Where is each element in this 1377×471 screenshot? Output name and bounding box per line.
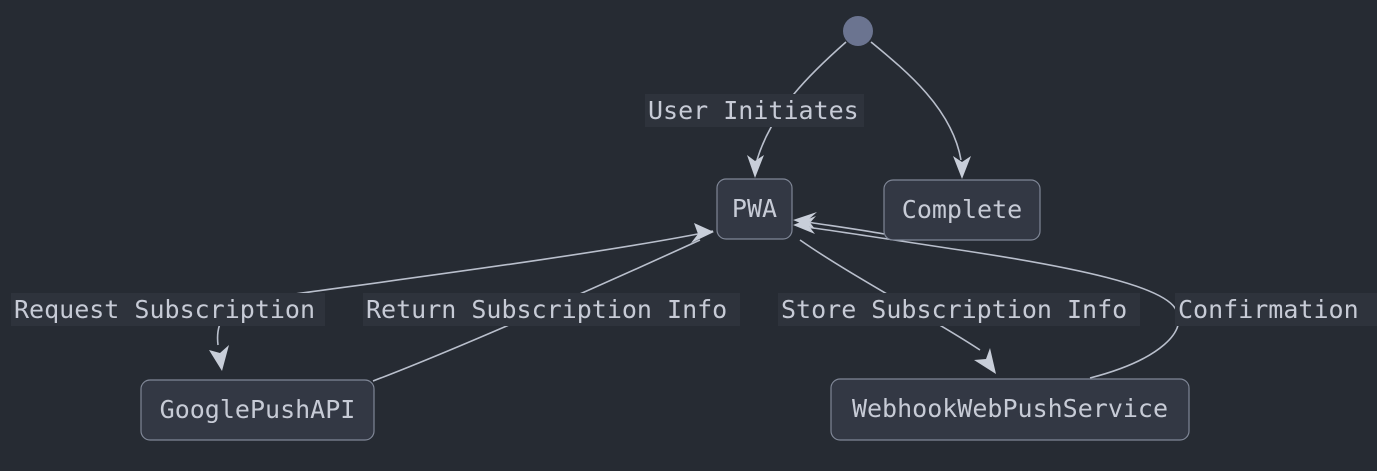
node-label-pwa: PWA bbox=[732, 194, 777, 223]
edge-label-bg-store-subscription-info bbox=[778, 293, 1140, 326]
edge-label-confirmation: Confirmation bbox=[1175, 293, 1377, 326]
edge-label-text-request-subscription: Request Subscription bbox=[14, 295, 315, 324]
node-complete[interactable]: Complete bbox=[883, 179, 1041, 241]
arrow-head-return-subscription-info bbox=[691, 223, 714, 243]
edge-start-to-complete bbox=[870, 41, 971, 179]
edge-label-text-user-initiates: User Initiates bbox=[648, 96, 859, 125]
edge-label-text-confirmation: Confirmation bbox=[1178, 295, 1359, 324]
arrow-head-store-subscription-info bbox=[974, 348, 996, 374]
arrow-head-start-complete bbox=[953, 156, 971, 179]
edge-label-return-subscription-info: Return Subscription Info bbox=[363, 293, 740, 326]
node-pwa[interactable]: PWA bbox=[716, 178, 793, 240]
node-start[interactable] bbox=[843, 16, 873, 46]
start-node-circle[interactable] bbox=[843, 16, 873, 46]
edge-label-text-return-subscription-info: Return Subscription Info bbox=[366, 295, 727, 324]
node-box-pwa[interactable] bbox=[716, 178, 793, 240]
edge-label-store-subscription-info: Store Subscription Info bbox=[778, 293, 1140, 326]
arrow-head-request-subscription bbox=[209, 345, 229, 371]
node-box-complete[interactable] bbox=[883, 179, 1041, 241]
node-box-webhookwebpushservice[interactable] bbox=[830, 378, 1190, 441]
edge-label-bg-user-initiates bbox=[645, 94, 864, 127]
edge-path-start-complete bbox=[870, 41, 962, 161]
edge-label-user-initiates: User Initiates bbox=[645, 94, 864, 127]
node-webhookwebpushservice[interactable]: WebhookWebPushService bbox=[830, 378, 1190, 441]
edge-path-complete-pwa bbox=[806, 221, 885, 235]
edge-complete-to-pwa bbox=[793, 212, 885, 235]
edge-label-text-store-subscription-info: Store Subscription Info bbox=[781, 295, 1127, 324]
node-label-googlepushapi: GooglePushAPI bbox=[160, 395, 356, 424]
edge-label-bg-return-subscription-info bbox=[363, 293, 740, 326]
edge-label-bg-request-subscription bbox=[11, 293, 325, 326]
node-label-complete: Complete bbox=[902, 195, 1022, 224]
arrow-head-confirmation bbox=[793, 216, 816, 234]
node-googlepushapi[interactable]: GooglePushAPI bbox=[140, 379, 375, 441]
arrow-head-complete-pwa bbox=[793, 212, 817, 229]
node-label-webhookwebpushservice: WebhookWebPushService bbox=[852, 394, 1168, 423]
edge-start-to-pwa bbox=[747, 41, 847, 178]
edge-path-request-subscription bbox=[216, 230, 714, 346]
edge-webhookwebpushservice-to-pwa bbox=[793, 216, 1180, 379]
arrow-head-user-initiates bbox=[747, 155, 764, 178]
edge-label-request-subscription: Request Subscription bbox=[11, 293, 325, 326]
edge-path-confirmation bbox=[805, 226, 1180, 379]
edge-label-bg-confirmation bbox=[1175, 293, 1377, 326]
node-box-googlepushapi[interactable] bbox=[140, 379, 375, 441]
edge-path-user-initiates bbox=[756, 41, 847, 161]
